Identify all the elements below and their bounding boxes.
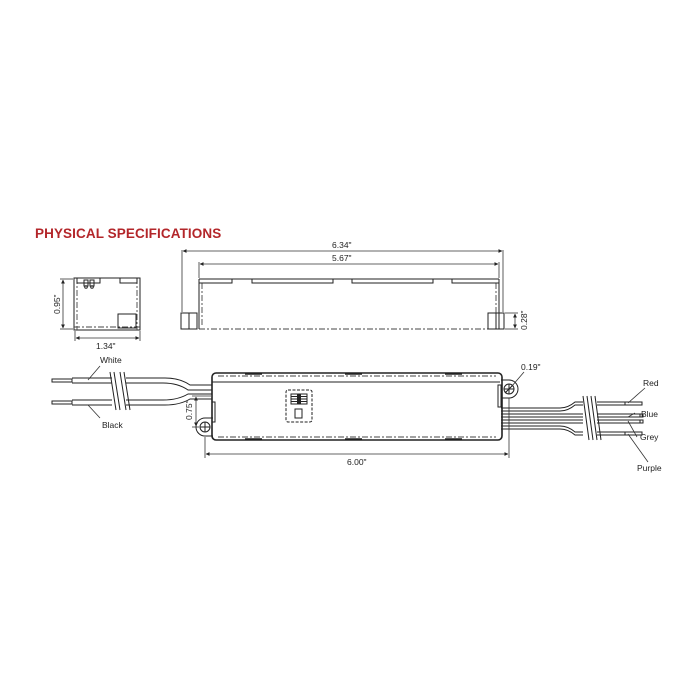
side-view: 6.34" 5.67" 0.28" — [180, 240, 529, 330]
end-view-height-label: 0.95" — [52, 294, 62, 314]
wire-label-blue: Blue — [641, 409, 658, 419]
end-view: 0.95" 1.34" — [52, 277, 141, 351]
body-length-label: 5.67" — [332, 253, 352, 263]
wire-label-grey: Grey — [640, 432, 659, 442]
input-wires: White Black — [51, 355, 212, 430]
wire-label-purple: Purple — [637, 463, 662, 473]
output-wires: Red Blue Grey Purple — [501, 378, 662, 473]
wire-label-red: Red — [643, 378, 659, 388]
overall-length-label: 6.34" — [332, 240, 352, 250]
end-view-width-label: 1.34" — [96, 341, 116, 351]
dip-switch — [285, 389, 313, 423]
foot-height-label: 0.28" — [519, 310, 529, 330]
wire-label-white: White — [100, 355, 122, 365]
section-title: PHYSICAL SPECIFICATIONS — [35, 226, 222, 241]
top-view: 6.00" 0.75" 0.19" White Black — [51, 355, 662, 473]
hole-diameter-label: 0.19" — [521, 362, 541, 372]
top-view-length-label: 6.00" — [347, 457, 367, 467]
mount-offset-label: 0.75" — [184, 400, 194, 420]
wire-label-black: Black — [102, 420, 124, 430]
